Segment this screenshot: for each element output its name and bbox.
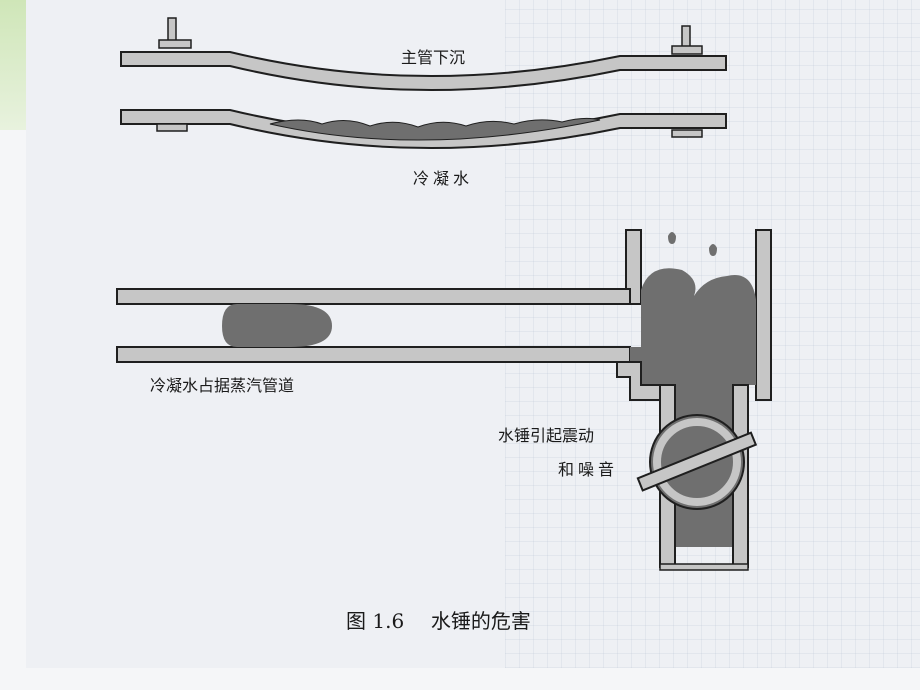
- vertical-riser-with-valve: [616, 229, 772, 571]
- label-main-pipe-sinking: 主管下沉: [401, 48, 466, 67]
- sagging-main-pipe: [120, 17, 727, 91]
- steam-pipe-with-slug: [116, 288, 631, 363]
- figure-caption: 图 1.6 水锤的危害: [346, 605, 531, 634]
- label-water-hammer-vibration: 水锤引起震动: [498, 426, 595, 445]
- slide-accent-tab: [0, 0, 26, 130]
- label-condensate-occupies-pipe: 冷凝水占据蒸汽管道: [150, 376, 295, 395]
- figure-title: 水锤的危害: [430, 609, 531, 633]
- pipe-with-condensate: [120, 109, 727, 149]
- label-condensate: 冷凝水: [413, 169, 474, 188]
- figure-number: 图 1.6: [346, 609, 405, 633]
- label-and-noise: 和噪音: [558, 460, 619, 479]
